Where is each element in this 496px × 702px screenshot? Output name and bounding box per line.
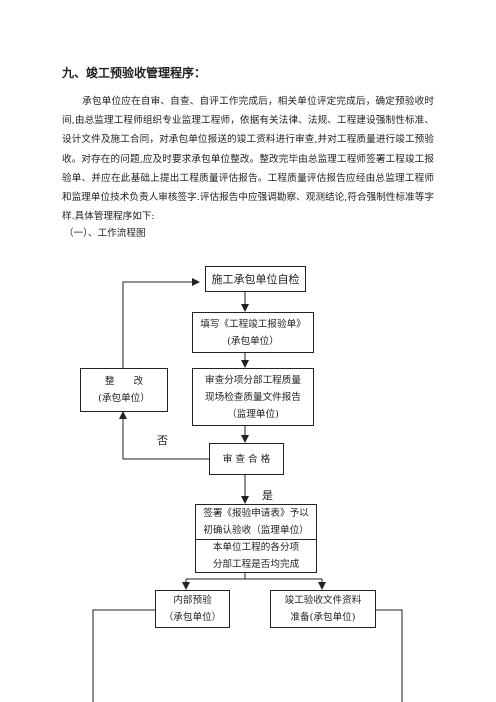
node-self-check: 施工承包单位自检 (205, 266, 306, 292)
node-self-check-label: 施工承包单位自检 (211, 272, 300, 286)
node-docs-line2: 准备(承包单位) (290, 612, 356, 623)
node-all-complete: 本单位工程的各分项 分部工程是否均完成 (195, 539, 317, 573)
node-internal-line2: （承包单位） (163, 612, 222, 623)
body-paragraph: 承包单位应在自审、自查、自评工作完成后，相关单位评定完成后，确定预验收时间,由总… (62, 92, 434, 226)
node-rectify-line2: (承包单位） (98, 393, 150, 404)
node-docs-preparation: 竣工验收文件资料 准备(承包单位) (270, 590, 376, 628)
node-review-line2: 现场检查质量文件报告 (205, 391, 301, 403)
node-fill-form-line2: (承包单位） (227, 335, 279, 347)
node-rectify: 整 改 (承包单位） (80, 368, 168, 412)
node-complete-line1: 本单位工程的各分项 (212, 542, 300, 553)
label-yes: 是 (262, 489, 273, 502)
node-sign-line2: 初确认验收（监理单位） (203, 525, 309, 536)
node-fill-form-line1: 填写《工程竣工报验单》 (200, 318, 306, 330)
flowchart-subheading: （一）、工作流程图 (64, 228, 146, 239)
node-review-line3: （监理单位) (227, 408, 279, 420)
node-rectify-line1: 整 改 (104, 376, 144, 387)
node-fill-form: 填写《工程竣工报验单》 (承包单位） (192, 312, 314, 353)
node-docs-line1: 竣工验收文件资料 (284, 595, 362, 606)
connector-docs-right (376, 609, 403, 702)
node-review: 审查分项分部工程质量 现场检查质量文件报告 （监理单位) (192, 368, 314, 426)
arrow-no-to-rectify (119, 411, 209, 460)
node-pass: 审 查 合 格 (209, 443, 284, 475)
node-pass-label: 审 查 合 格 (222, 453, 271, 465)
paragraph-text: 承包单位应在自审、自查、自评工作完成后，相关单位评定完成后，确定预验收时间,由总… (62, 96, 434, 223)
node-complete-line2: 分部工程是否均完成 (212, 559, 300, 570)
connector-internal-left (92, 609, 155, 702)
node-sign-line1: 签署《报验申请表》予以 (203, 508, 309, 519)
section-heading: 九、竣工预验收管理程序： (62, 66, 207, 80)
node-internal-line1: 内部预验 (173, 595, 212, 606)
node-review-line1: 审查分项分部工程质量 (205, 374, 301, 386)
arrow-rectify-to-selfcheck (122, 278, 200, 368)
node-internal-preacceptance: 内部预验 （承包单位） (155, 590, 230, 628)
node-sign-report: 签署《报验申请表》予以 初确认验收（监理单位） (195, 504, 317, 540)
label-no: 否 (157, 434, 168, 447)
